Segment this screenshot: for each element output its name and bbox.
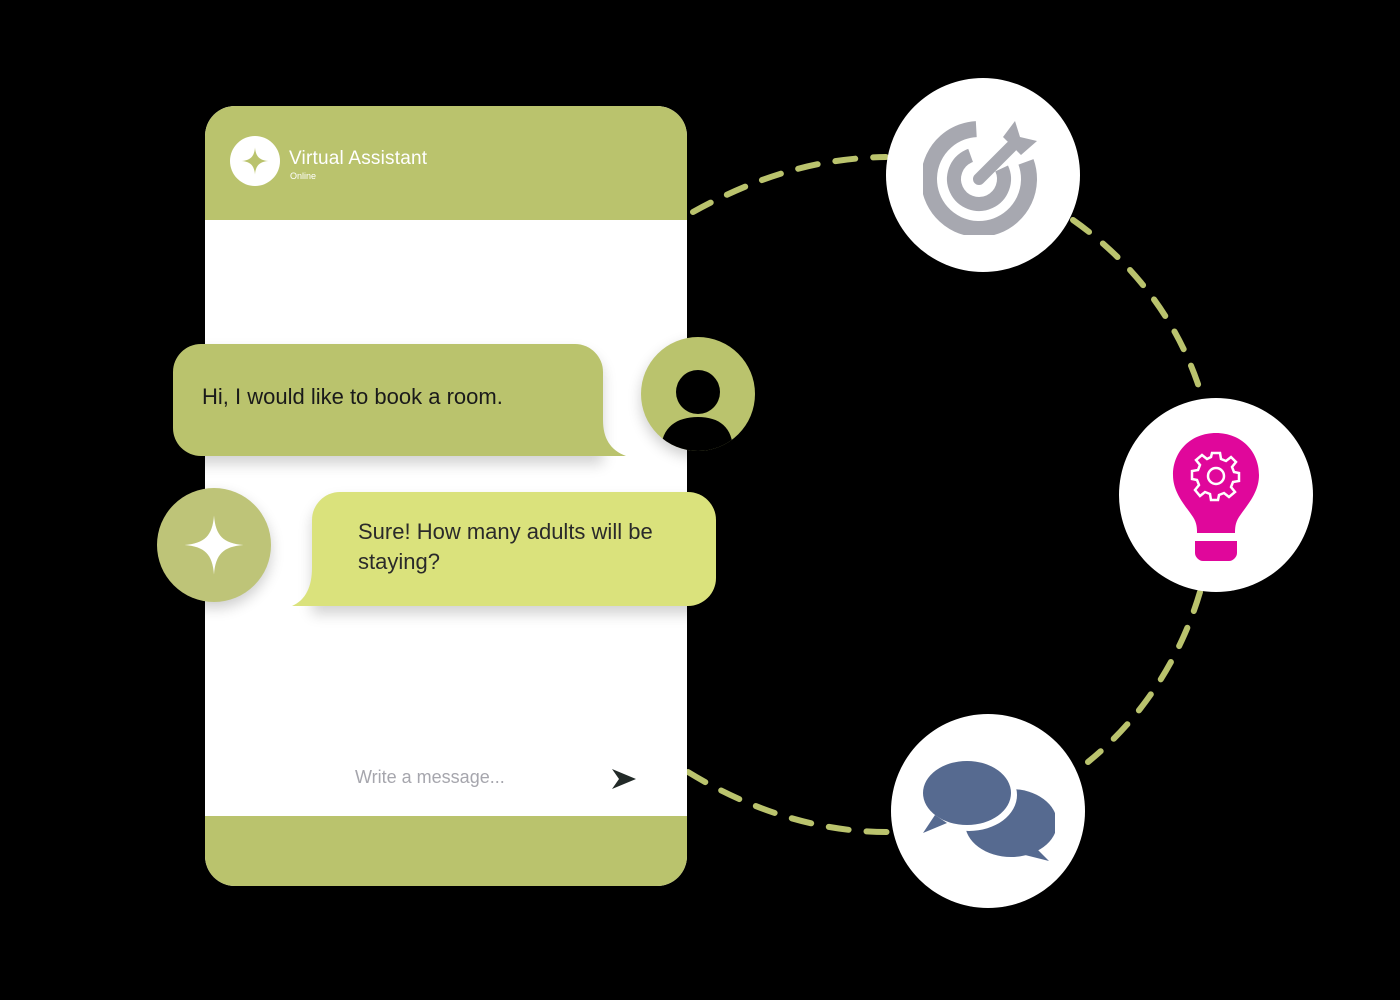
user-message-bubble <box>173 344 603 456</box>
assistant-name: Virtual Assistant <box>289 148 428 169</box>
chat-header: Virtual Assistant Online <box>205 106 687 220</box>
assistant-message-bubble <box>312 492 716 606</box>
feature-idea <box>1119 398 1313 592</box>
bubble-tail <box>292 556 332 606</box>
sparkle-icon <box>184 515 244 575</box>
target-arrow-icon <box>923 121 1037 235</box>
bubble-tail <box>560 400 626 456</box>
user-message-text: Hi, I would like to book a room. <box>202 384 503 409</box>
feature-conversation <box>891 714 1085 908</box>
assistant-message-text: Sure! How many adults will be staying? <box>358 519 653 574</box>
user-avatar <box>641 337 755 451</box>
status-label: Online <box>290 171 317 181</box>
feature-target <box>886 78 1080 272</box>
user-icon <box>661 370 733 451</box>
assistant-avatar <box>157 488 271 602</box>
chat-bubbles-icon <box>921 759 1055 861</box>
send-arrow-icon <box>612 769 636 789</box>
chat-footer <box>205 816 687 886</box>
send-button[interactable] <box>609 766 639 792</box>
sparkle-icon <box>230 136 280 186</box>
message-input[interactable] <box>355 762 595 792</box>
lightbulb-gear-icon <box>1173 433 1259 561</box>
